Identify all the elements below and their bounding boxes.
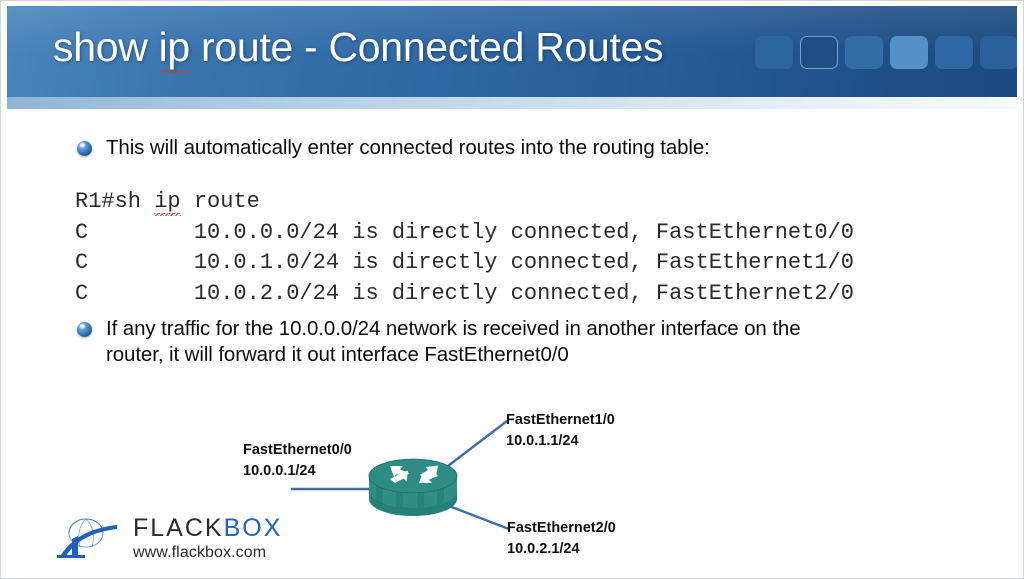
route-entry-row: C 10.0.2.0/24 is directly connected, Fas… (75, 280, 854, 306)
page-title-misspelled-word: ip (158, 24, 190, 73)
page-title: show ip route - Connected Routes (53, 22, 664, 73)
slide-content-area: show ip route - Connected Routes This wi… (7, 6, 1017, 572)
header-square-2-outlined (800, 36, 838, 69)
router-icon (368, 458, 458, 516)
link-line-fa1-0 (443, 420, 508, 470)
header-square-1 (755, 36, 793, 69)
link-line-fa2-0 (443, 502, 510, 531)
flackbox-bridge-mark-icon (57, 518, 117, 558)
header-square-6 (980, 36, 1017, 69)
flackbox-logo[interactable]: FLACKBOX www.flackbox.com (55, 509, 285, 571)
header-bottom-band (7, 97, 1017, 109)
header-square-4 (890, 36, 928, 69)
header-square-3 (845, 36, 883, 69)
interface-label-fa1-0: FastEthernet1/0 10.0.1.1/24 (506, 410, 615, 452)
header-square-5 (935, 36, 973, 69)
interface-address: 10.0.0.1/24 (243, 463, 316, 479)
interface-name: FastEthernet0/0 (243, 442, 352, 458)
bullet-orb-icon (77, 322, 92, 337)
bullet-forwarding-line-2: router, it will forward it out interface… (106, 343, 569, 366)
slide-header: show ip route - Connected Routes (7, 6, 1017, 97)
cli-prompt-part-1: R1#sh (75, 189, 155, 214)
bullet-item-intro: This will automatically enter connected … (77, 135, 710, 161)
header-decoration-squares (755, 36, 1017, 69)
page-title-part-2: route - Connected Routes (189, 24, 664, 70)
router-arrows-icon (390, 465, 438, 483)
network-diagram: FastEthernet0/0 10.0.0.1/24 FastEthernet… (7, 401, 1017, 572)
bullet-orb-icon (77, 141, 92, 156)
interface-name: FastEthernet1/0 (506, 412, 615, 428)
interface-label-fa2-0: FastEthernet2/0 10.0.2.1/24 (507, 518, 616, 560)
bullet-forwarding-text: If any traffic for the 10.0.0.0/24 netwo… (106, 316, 801, 368)
network-diagram-svg (291, 420, 510, 531)
logo-url-text: www.flackbox.com (133, 544, 267, 561)
page-title-part-1: show (53, 24, 159, 70)
cli-prompt-misspelled-word: ip (154, 189, 181, 216)
cli-prompt-part-2: route (180, 189, 260, 214)
route-entry-row: C 10.0.1.0/24 is directly connected, Fas… (75, 250, 854, 275)
flackbox-wordmark: FLACKBOX (133, 515, 282, 542)
interface-name: FastEthernet2/0 (507, 520, 616, 536)
logo-word-box: BOX (223, 514, 283, 542)
cli-prompt-line: R1#sh ip route (75, 189, 260, 216)
bullet-item-forwarding: If any traffic for the 10.0.0.0/24 netwo… (77, 316, 801, 368)
bullet-intro-text: This will automatically enter connected … (106, 136, 710, 159)
interface-address: 10.0.2.1/24 (507, 541, 580, 557)
bullet-forwarding-line-1: If any traffic for the 10.0.0.0/24 netwo… (106, 317, 801, 340)
route-entry-row: C 10.0.0.0/24 is directly connected, Fas… (75, 219, 854, 245)
interface-label-fa0-0: FastEthernet0/0 10.0.0.1/24 (243, 440, 352, 482)
flackbox-logo-text: FLACKBOX www.flackbox.com (133, 515, 282, 562)
interface-address: 10.0.1.1/24 (506, 433, 579, 449)
logo-word-flack: FLACK (133, 514, 224, 542)
cli-output-block: R1#sh ip route C 10.0.0.0/24 is directly… (75, 187, 854, 309)
